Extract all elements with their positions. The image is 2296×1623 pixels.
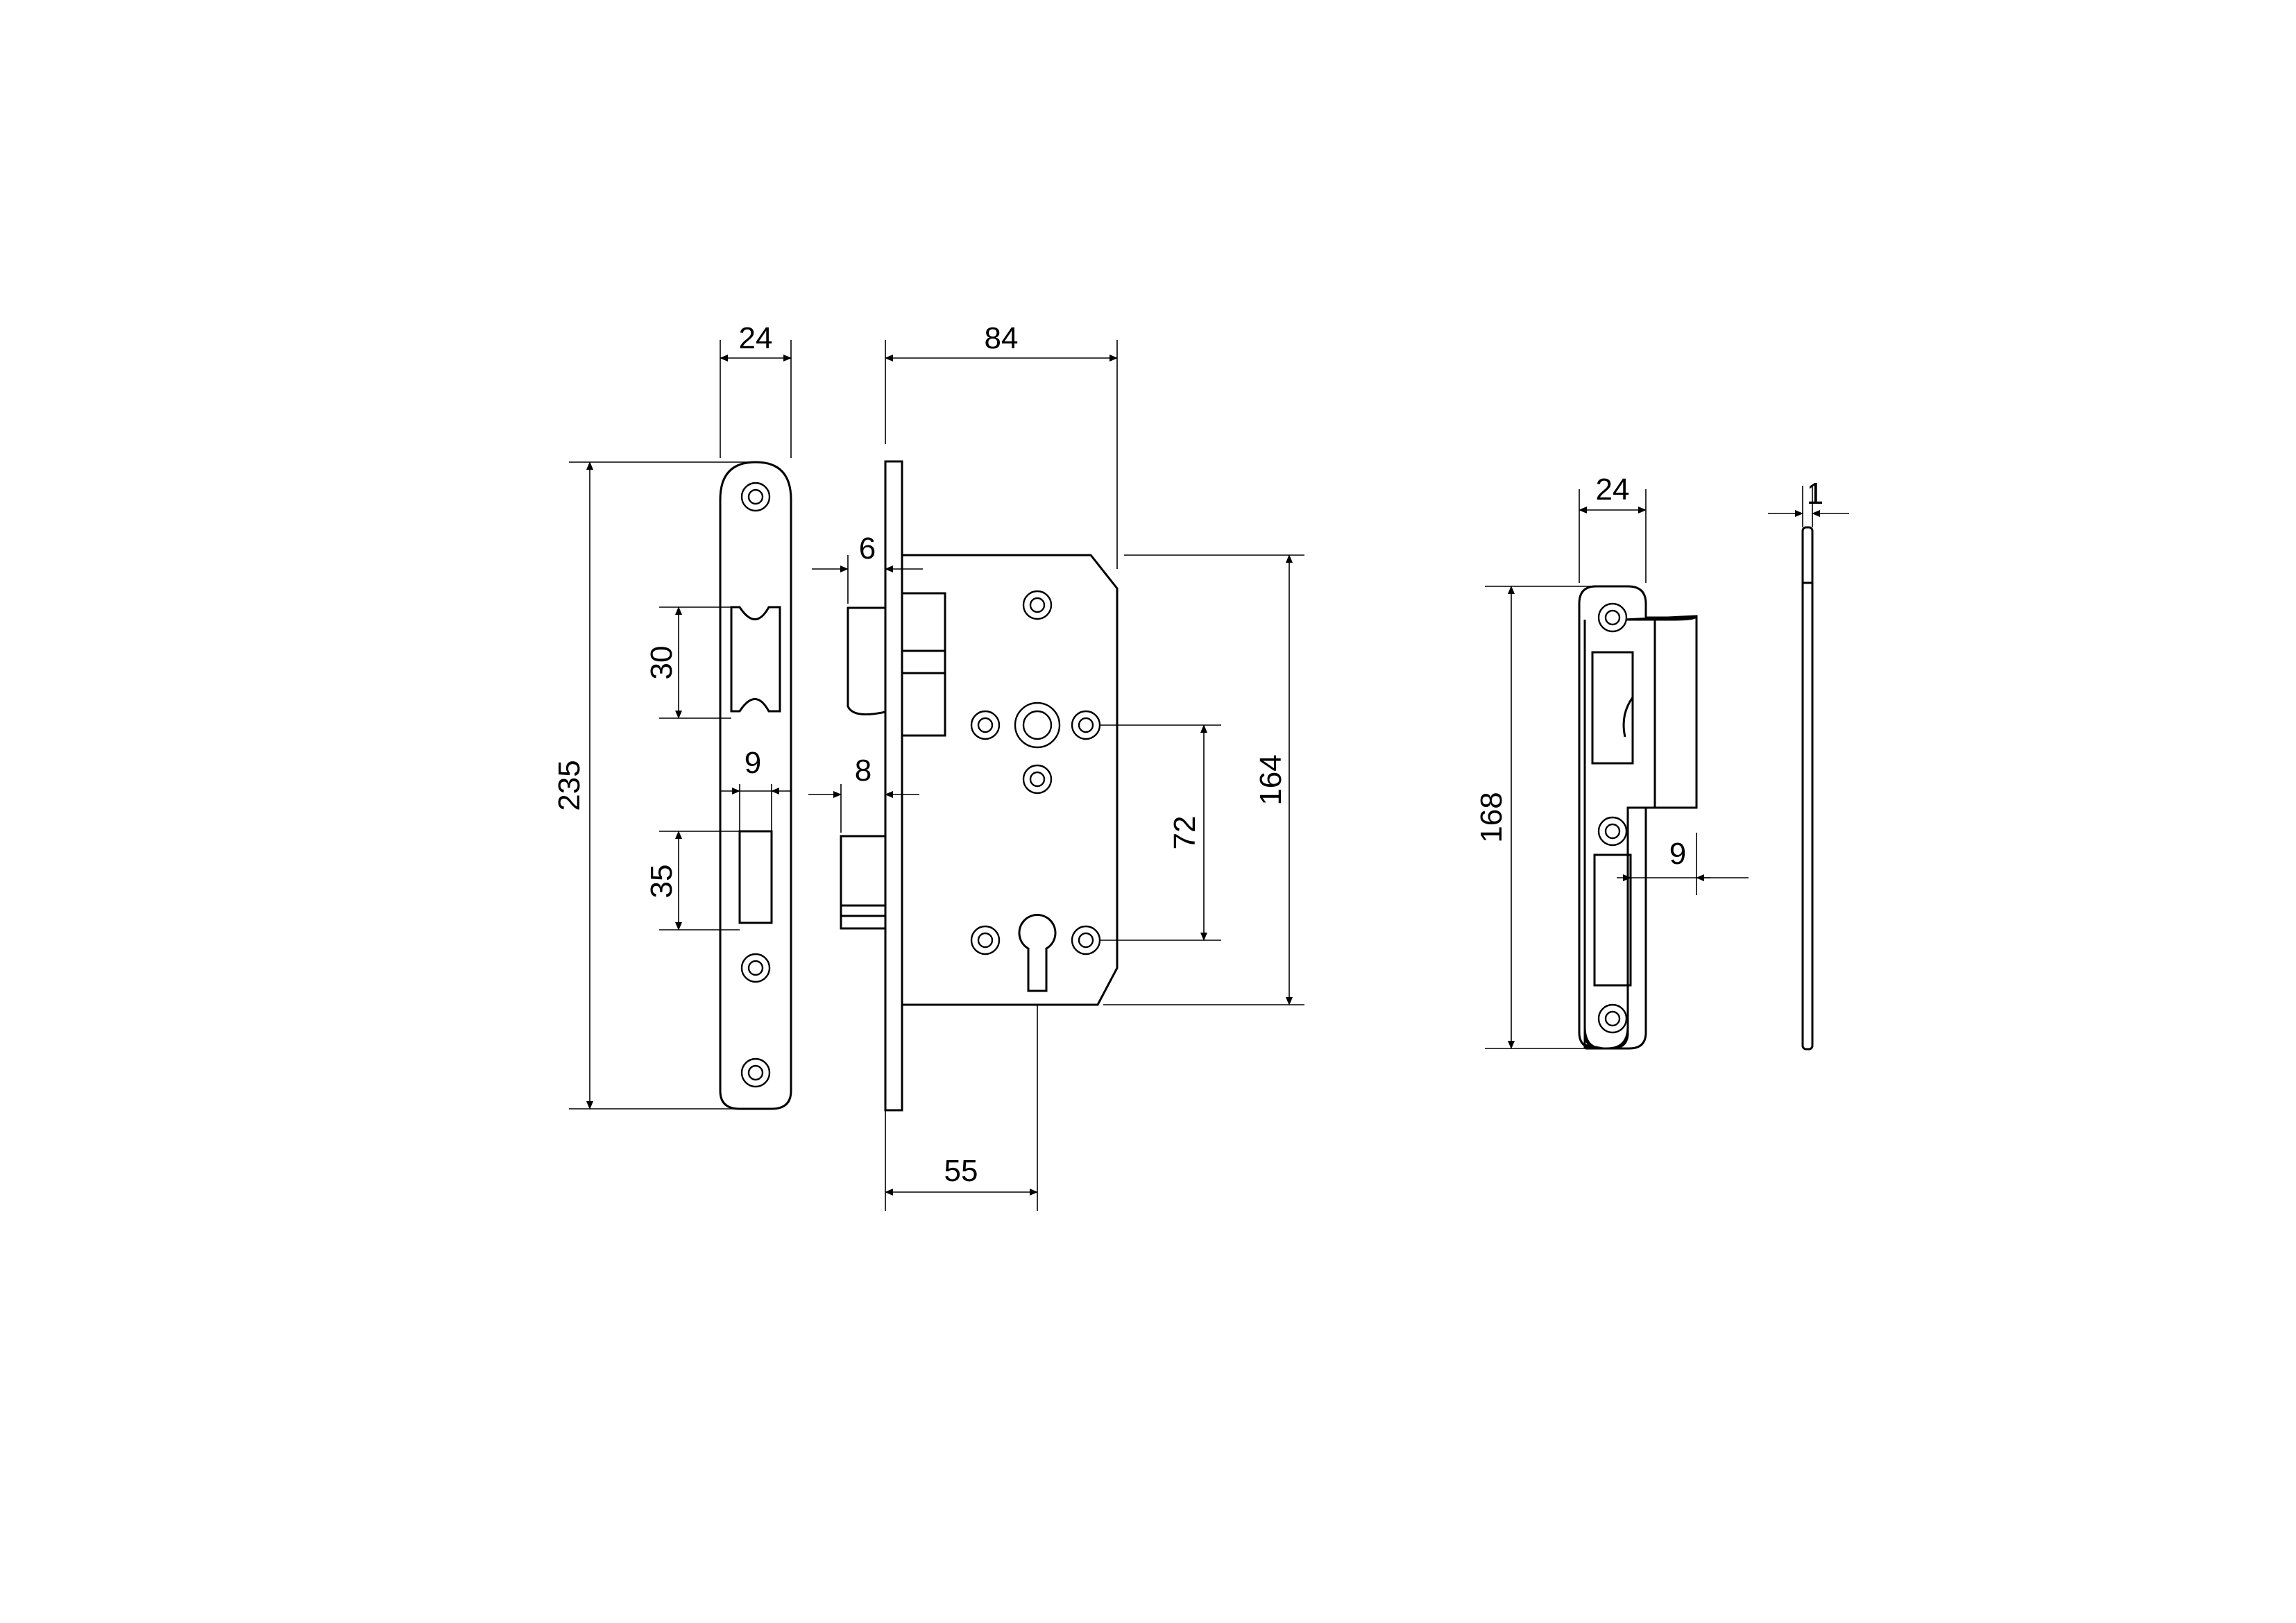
dim-label-backset: 55	[944, 1154, 978, 1188]
case-screw-cyl-left-icon	[970, 925, 1001, 955]
dim-bolt-height	[659, 831, 740, 931]
strike-front-view-outline	[1578, 585, 1698, 1050]
faceplate-screw-bottom-icon	[740, 1057, 771, 1088]
dim-strike-thickness	[1768, 486, 1849, 527]
case-screw-below-hub-icon	[1022, 764, 1053, 794]
faceplate	[719, 461, 792, 1110]
dim-label-strike-height: 168	[1474, 792, 1508, 842]
faceplate-screw-mid-icon	[740, 953, 771, 983]
dim-bolt-width	[720, 784, 791, 831]
dim-label-strike-bolt-width: 9	[1669, 837, 1686, 871]
strike-front-view	[1578, 585, 1698, 1050]
faceplate-screw-top-icon	[740, 482, 771, 512]
lock-case	[902, 554, 1119, 1006]
dim-label-body-depth: 84	[985, 321, 1019, 355]
dim-label-faceplate-width: 24	[739, 321, 773, 355]
dim-body-depth	[885, 340, 1118, 569]
follower-hub-icon	[1014, 702, 1061, 749]
dim-label-latch-projection: 6	[859, 532, 876, 566]
dim-label-bolt-projection: 8	[855, 754, 871, 788]
dim-label-strike-thickness: 1	[1807, 477, 1823, 511]
forend-plate	[884, 460, 903, 1112]
dim-body-height	[1103, 554, 1304, 1005]
dim-label-body-height: 164	[1254, 754, 1288, 805]
case-screw-right-icon	[1071, 710, 1101, 740]
dim-label-faceplate-height: 235	[552, 760, 586, 810]
strike-front	[1623, 615, 1698, 621]
case-screw-left-icon	[970, 710, 1001, 740]
strike-latch-opening	[1591, 651, 1634, 765]
dim-label-bolt-width: 9	[745, 746, 761, 780]
strike-front-outline	[1623, 615, 1698, 621]
bolt-opening	[738, 830, 773, 924]
dim-faceplate-width	[720, 340, 792, 458]
dim-latch-projection	[812, 555, 923, 604]
dim-label-bolt-height: 35	[645, 865, 679, 899]
strike-side-view	[1801, 526, 1814, 1051]
dim-strike-bolt-width	[1617, 833, 1749, 895]
latch-opening	[730, 606, 781, 713]
dim-label-centre-distance: 72	[1168, 816, 1202, 850]
dim-bolt-projection	[808, 784, 919, 833]
dim-strike-width	[1579, 489, 1647, 583]
dim-latch-height	[659, 606, 731, 719]
dim-faceplate-height	[569, 461, 749, 1110]
strike-screw-top-icon	[1597, 602, 1628, 633]
case-screw-top-icon	[1022, 590, 1053, 620]
dim-centre-distance	[1100, 724, 1221, 941]
dim-label-strike-width: 24	[1596, 473, 1630, 507]
strike-screw-bottom-icon	[1597, 1003, 1628, 1034]
dim-strike-height	[1485, 586, 1596, 1049]
strike-side-profile	[1801, 526, 1814, 1051]
case-screw-cyl-right-icon	[1071, 925, 1101, 955]
cylinder-cutout-icon	[1018, 914, 1057, 992]
latch-housing	[901, 592, 946, 737]
latch-bolt	[847, 606, 886, 716]
dead-bolt	[840, 835, 887, 930]
faceplate-outline	[719, 461, 792, 1110]
lock-body	[840, 460, 1119, 1112]
strike-bolt-opening	[1593, 853, 1632, 987]
strike-screw-mid-icon	[1597, 816, 1628, 847]
dim-label-latch-height: 30	[645, 646, 679, 680]
dim-backset	[885, 1005, 1038, 1211]
